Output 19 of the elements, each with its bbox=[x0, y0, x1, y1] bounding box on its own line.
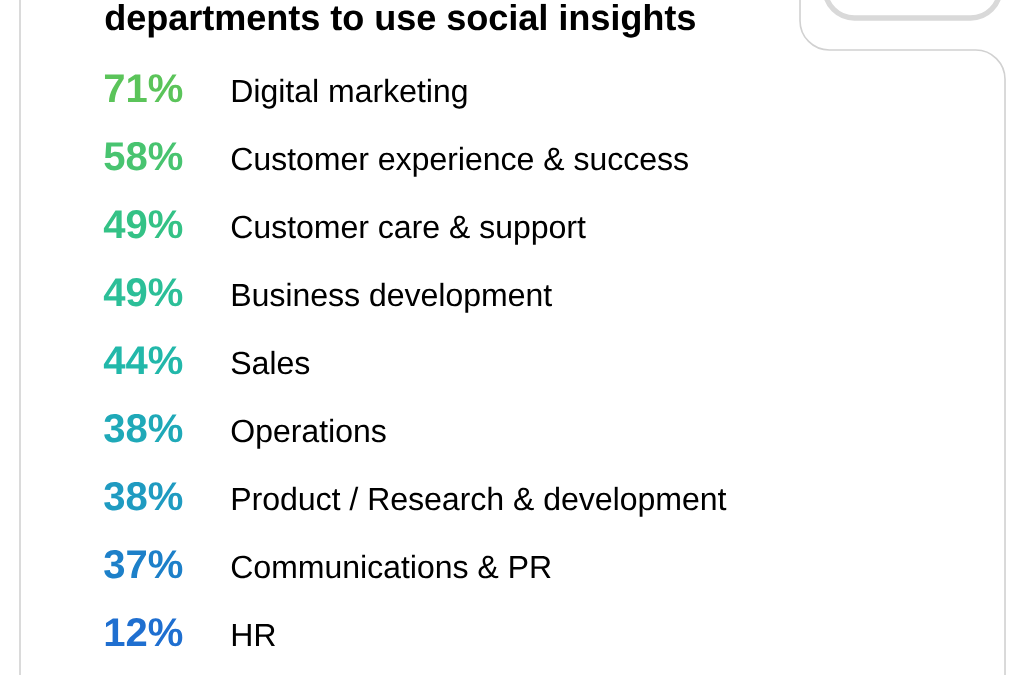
department-label: Customer care & support bbox=[231, 215, 586, 245]
department-label: Product / Research & development bbox=[232, 486, 727, 517]
heading: departments to use social insights bbox=[105, 3, 695, 38]
department-label: Operations bbox=[231, 418, 386, 449]
department-label: Communications & PR bbox=[231, 554, 551, 579]
percentage-value: 12% bbox=[105, 618, 183, 647]
percentage-value: 38% bbox=[104, 414, 183, 443]
percentage-value: 49% bbox=[103, 278, 183, 307]
percentage-value: 71% bbox=[105, 74, 183, 103]
department-label: Business development bbox=[232, 282, 552, 313]
department-label: Customer experience & success bbox=[231, 146, 688, 177]
percentage-value: 37% bbox=[104, 550, 183, 579]
percentage-value: 44% bbox=[103, 346, 183, 375]
percentage-value: 49% bbox=[103, 210, 183, 239]
department-label: Sales bbox=[231, 350, 310, 375]
department-label: Digital marketing bbox=[232, 78, 467, 109]
department-label: HR bbox=[232, 624, 275, 646]
percentage-value: 58% bbox=[104, 142, 183, 171]
percentage-value: 38% bbox=[104, 482, 183, 511]
